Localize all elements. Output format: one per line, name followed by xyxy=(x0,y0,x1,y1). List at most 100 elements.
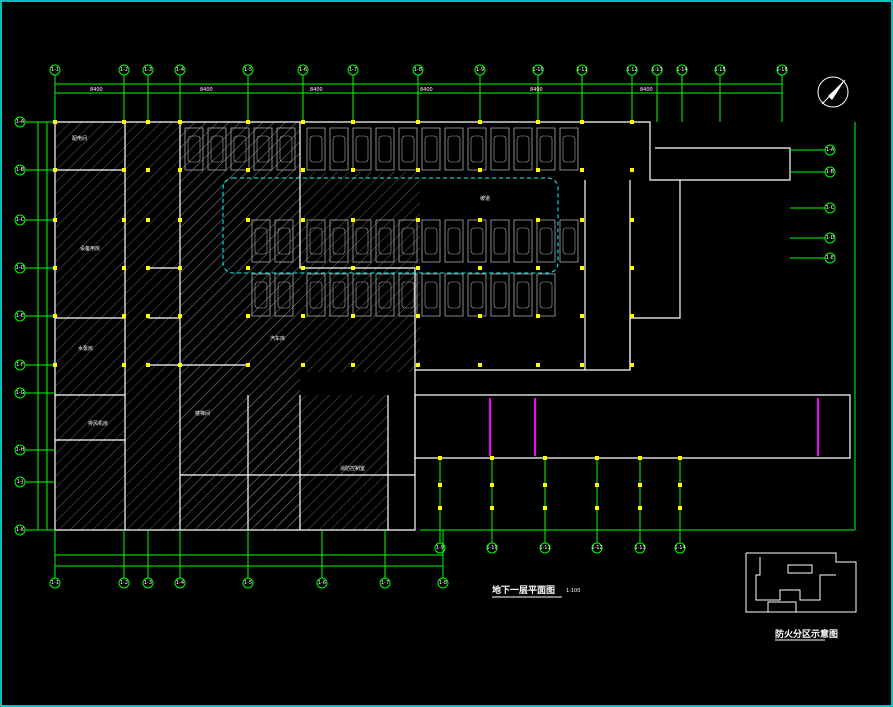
column xyxy=(638,456,642,460)
column xyxy=(630,266,634,270)
keyplan-title: 防火分区示意图 xyxy=(775,628,838,640)
wall xyxy=(655,147,791,181)
drawing-title-block: 地下一层平面图 1:100 xyxy=(492,584,580,598)
car-icon xyxy=(401,281,415,309)
parking-stall xyxy=(536,273,556,317)
axis-label: 1-13 xyxy=(634,545,645,551)
column xyxy=(246,314,250,318)
column xyxy=(246,120,250,124)
north-arrow-icon xyxy=(817,76,849,108)
column xyxy=(53,218,57,222)
car-icon xyxy=(539,281,553,309)
axis-label: 1-1 xyxy=(51,580,59,586)
car-icon xyxy=(562,227,576,255)
axis-label: 1-16 xyxy=(776,67,787,73)
column xyxy=(301,168,305,172)
parking-stall xyxy=(352,219,372,263)
car-icon xyxy=(470,281,484,309)
parking-stall xyxy=(513,219,533,263)
parking-stall xyxy=(329,273,349,317)
column xyxy=(580,218,584,222)
column xyxy=(122,168,126,172)
axis-label: 1-4 xyxy=(176,67,184,73)
column xyxy=(146,363,150,367)
column xyxy=(595,483,599,487)
column xyxy=(580,314,584,318)
car-icon xyxy=(277,227,291,255)
column xyxy=(543,506,547,510)
column xyxy=(301,266,305,270)
column xyxy=(351,314,355,318)
parking-stall xyxy=(490,273,510,317)
car-icon xyxy=(516,135,530,163)
column xyxy=(351,120,355,124)
car-icon xyxy=(309,281,323,309)
column xyxy=(146,120,150,124)
axis-label: 1-8 xyxy=(414,67,422,73)
parking-stall xyxy=(559,219,579,263)
car-icon xyxy=(424,281,438,309)
axis-label: 1-14 xyxy=(676,67,687,73)
column xyxy=(536,363,540,367)
parking-stall xyxy=(559,127,579,171)
car-icon xyxy=(332,135,346,163)
car-icon xyxy=(493,135,507,163)
car-icon xyxy=(447,135,461,163)
column xyxy=(638,483,642,487)
column xyxy=(178,314,182,318)
column xyxy=(122,218,126,222)
car-icon xyxy=(378,227,392,255)
column xyxy=(416,168,420,172)
car-icon xyxy=(277,281,291,309)
axis-label: 1-1 xyxy=(51,67,59,73)
parking-stall xyxy=(251,219,271,263)
parking-stall xyxy=(444,273,464,317)
car-icon xyxy=(424,135,438,163)
car-icon xyxy=(470,135,484,163)
column xyxy=(595,456,599,460)
column xyxy=(580,168,584,172)
column xyxy=(301,363,305,367)
car-icon xyxy=(493,227,507,255)
axis-label: 1-7 xyxy=(381,580,389,586)
column xyxy=(536,218,540,222)
column xyxy=(536,168,540,172)
column xyxy=(416,120,420,124)
column xyxy=(122,363,126,367)
column xyxy=(438,456,442,460)
room-label: 水泵房 xyxy=(78,345,93,352)
hatched-area xyxy=(300,172,420,372)
column xyxy=(630,168,634,172)
column xyxy=(478,120,482,124)
column xyxy=(178,120,182,124)
column xyxy=(630,314,634,318)
parking-stall xyxy=(398,127,418,171)
walls xyxy=(54,121,851,531)
axis-label: 1-15 xyxy=(714,67,725,73)
column xyxy=(53,266,57,270)
column xyxy=(246,363,250,367)
car-icon xyxy=(187,135,201,163)
dimension-label: 8400 xyxy=(90,87,103,93)
parking-stall xyxy=(375,273,395,317)
room-label: 楼梯间 xyxy=(195,410,210,417)
axis-label: 1-11 xyxy=(576,67,587,73)
column xyxy=(543,456,547,460)
parking-stall xyxy=(467,273,487,317)
column xyxy=(478,218,482,222)
car-icon xyxy=(256,135,270,163)
axis-label: 1-13 xyxy=(651,67,662,73)
parking-stall xyxy=(306,219,326,263)
column xyxy=(580,120,584,124)
column xyxy=(580,266,584,270)
column xyxy=(678,483,682,487)
column xyxy=(178,218,182,222)
column xyxy=(630,363,634,367)
car-icon xyxy=(210,135,224,163)
room-label: 排风机房 xyxy=(88,420,108,427)
axis-label: 1-2 xyxy=(120,580,128,586)
axis-label: 1-B xyxy=(16,167,25,173)
axis-label: 1-10 xyxy=(486,545,497,551)
